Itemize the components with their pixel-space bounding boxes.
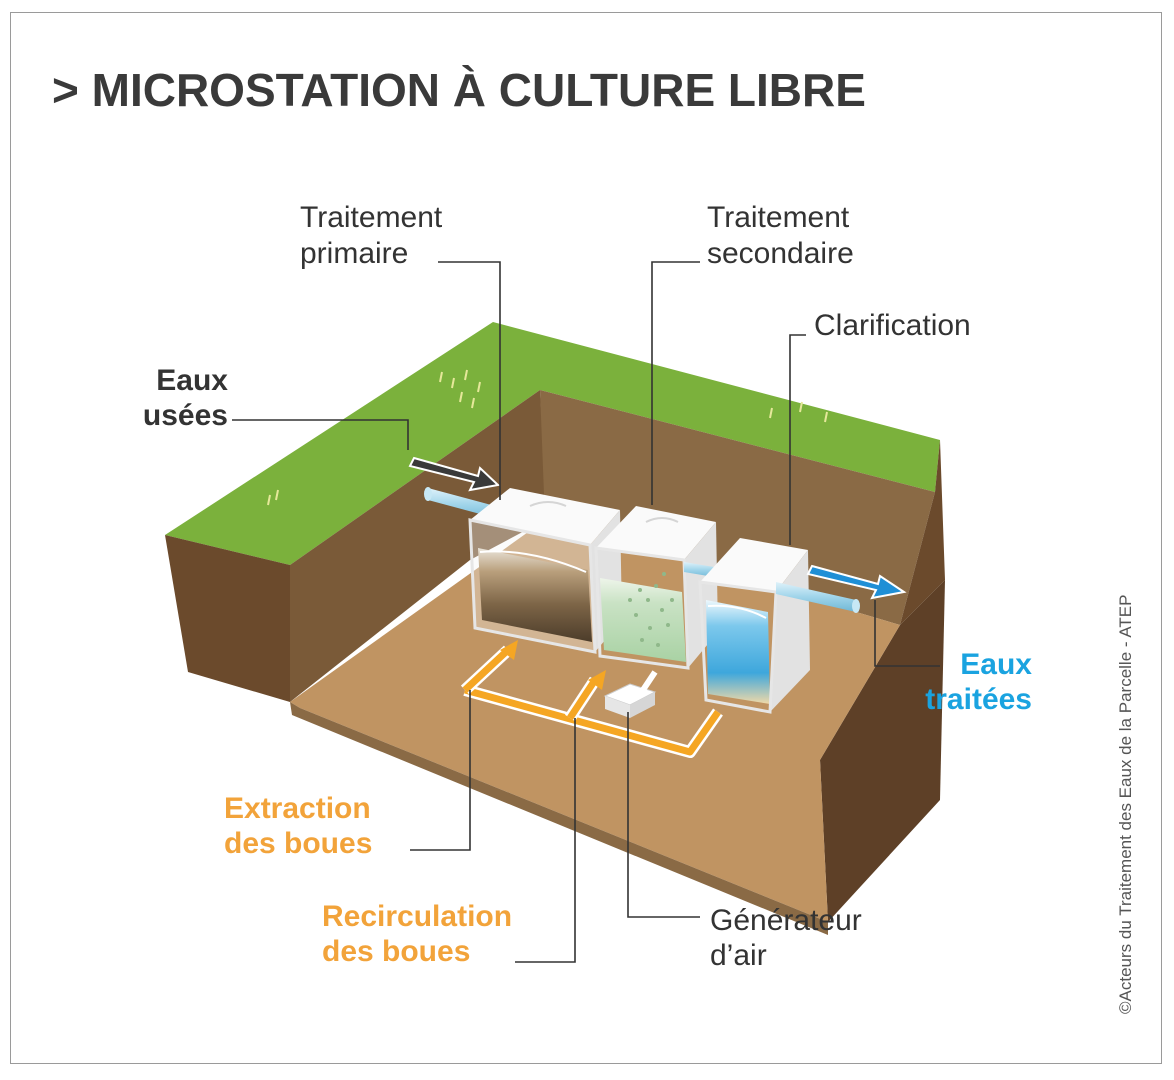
label-wastewater-line1: Eaux bbox=[156, 364, 228, 397]
sludge-pipes bbox=[460, 640, 723, 758]
diagram-frame bbox=[10, 12, 1162, 1064]
copyright-credit: ©Acteurs du Traitement des Eaux de la Pa… bbox=[1116, 595, 1135, 1014]
recirculation-arrowhead bbox=[588, 670, 606, 690]
clarification-tank bbox=[698, 538, 810, 714]
label-generator-line2: d’air bbox=[710, 939, 767, 972]
label-extraction-line2: des boues bbox=[224, 827, 372, 860]
wastewater-arrow bbox=[408, 456, 501, 492]
outlet-pipe bbox=[776, 582, 860, 613]
page-title: > MICROSTATION À CULTURE LIBRE bbox=[52, 64, 866, 116]
extraction-arrowhead bbox=[500, 640, 518, 660]
label-generator-line1: Générateur bbox=[710, 904, 862, 937]
label-primary-line1: Traitement bbox=[300, 201, 443, 234]
leader-lines bbox=[232, 261, 940, 963]
label-primary-line2: primaire bbox=[300, 237, 408, 270]
secondary-tank bbox=[594, 506, 718, 670]
treated-water-arrow bbox=[806, 564, 907, 600]
soil-right-face bbox=[900, 440, 945, 625]
air-generator bbox=[603, 670, 658, 718]
label-recirculation-line2: des boues bbox=[322, 935, 470, 968]
label-recirculation-line1: Recirculation bbox=[322, 900, 512, 933]
grass-tufts bbox=[267, 369, 828, 506]
label-treated-line2: traitées bbox=[925, 683, 1032, 716]
soil-front-edge bbox=[290, 702, 828, 935]
grass-top bbox=[165, 322, 940, 565]
label-secondary-line2: secondaire bbox=[707, 237, 854, 270]
soil-back-wall bbox=[540, 390, 935, 625]
label-clarification: Clarification bbox=[814, 309, 971, 342]
label-secondary-line1: Traitement bbox=[707, 201, 850, 234]
air-bubbles bbox=[628, 572, 674, 647]
label-treated-line1: Eaux bbox=[960, 648, 1032, 681]
label-wastewater-line2: usées bbox=[143, 399, 228, 432]
label-extraction-line1: Extraction bbox=[224, 792, 371, 825]
soil-front-left bbox=[165, 535, 290, 702]
